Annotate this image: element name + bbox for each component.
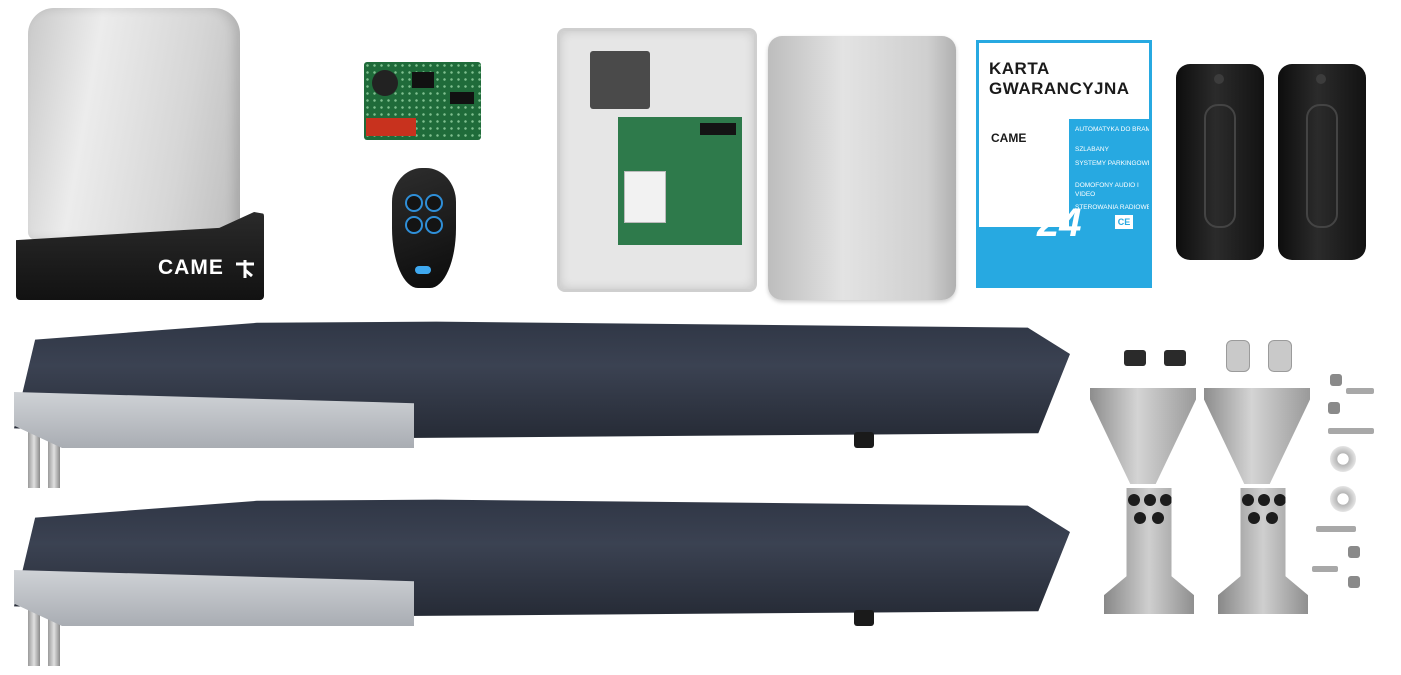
nut bbox=[1330, 374, 1342, 386]
bracket-hole bbox=[1128, 494, 1140, 506]
bracket-plate bbox=[1218, 488, 1308, 614]
bracket-hole bbox=[1248, 512, 1260, 524]
remote-button bbox=[425, 194, 443, 212]
bracket-hole bbox=[1134, 512, 1146, 524]
mounting-bracket bbox=[1090, 388, 1196, 614]
lamp-dome bbox=[28, 8, 240, 240]
warranty-list-panel: AUTOMATYKA DO BRAM SZLABANY SYSTEMY PARK… bbox=[1069, 119, 1152, 227]
bracket-hole bbox=[1144, 494, 1156, 506]
warranty-title-line1: KARTA bbox=[989, 59, 1050, 78]
bracket-hole bbox=[1160, 494, 1172, 506]
control-box-cover bbox=[768, 36, 956, 300]
receiver-card bbox=[364, 62, 481, 140]
warranty-title-line2: GWARANCYJNA bbox=[989, 79, 1130, 98]
chip bbox=[412, 72, 434, 88]
transformer bbox=[590, 51, 650, 109]
chip bbox=[450, 92, 474, 104]
bracket-hole bbox=[1274, 494, 1286, 506]
photocell-lens bbox=[1204, 104, 1236, 228]
lamp-brand-logo: CAME bbox=[158, 256, 224, 279]
bolt bbox=[1124, 350, 1146, 366]
screw bbox=[1328, 428, 1374, 434]
gate-operator bbox=[14, 318, 1070, 494]
antenna-coil bbox=[372, 70, 398, 96]
control-box-open bbox=[557, 28, 757, 292]
washer bbox=[1330, 486, 1356, 512]
warranty-bottom-panel bbox=[979, 227, 1149, 285]
warranty-title: KARTA GWARANCYJNA bbox=[989, 59, 1130, 99]
operator-leg bbox=[28, 428, 40, 488]
screw-icon bbox=[1316, 74, 1326, 84]
list-item: AUTOMATYKA DO BRAM bbox=[1075, 126, 1151, 133]
operator-grey-panel bbox=[14, 392, 414, 448]
warranty-card: KARTA GWARANCYJNA CAME AUTOMATYKA DO BRA… bbox=[976, 40, 1152, 288]
bracket-hole bbox=[1266, 512, 1278, 524]
segment-display bbox=[700, 123, 736, 135]
nut bbox=[1348, 546, 1360, 558]
list-item: SYSTEMY PARKINGOWE bbox=[1075, 160, 1152, 167]
remote-button bbox=[425, 216, 443, 234]
photocell bbox=[1176, 64, 1264, 260]
nut bbox=[1348, 576, 1360, 588]
screw bbox=[1312, 566, 1338, 572]
card-connector bbox=[366, 118, 416, 136]
list-item: SZLABANY bbox=[1075, 146, 1109, 153]
operator-leg bbox=[28, 606, 40, 666]
bracket-hole bbox=[1242, 494, 1254, 506]
warning-lamp: CAME bbox=[16, 8, 264, 300]
bracket-plate bbox=[1090, 388, 1196, 484]
release-knob bbox=[854, 432, 874, 448]
bolt bbox=[1164, 350, 1186, 366]
warranty-months: 24 bbox=[1037, 201, 1082, 245]
list-item: STEROWANIA RADIOWE bbox=[1075, 204, 1151, 211]
bracket-plate bbox=[1204, 388, 1310, 484]
relays bbox=[624, 171, 666, 223]
warranty-brand: CAME bbox=[991, 131, 1027, 145]
remote-control bbox=[392, 168, 456, 288]
bracket-hole bbox=[1152, 512, 1164, 524]
list-item: DOMOFONY AUDIO I VIDEO bbox=[1075, 182, 1139, 198]
remote-button bbox=[405, 194, 423, 212]
remote-led bbox=[415, 266, 431, 274]
screw-icon bbox=[1214, 74, 1224, 84]
photocell bbox=[1278, 64, 1366, 260]
ce-mark: CE bbox=[1115, 215, 1133, 229]
washer bbox=[1330, 446, 1356, 472]
bracket-hole bbox=[1258, 494, 1270, 506]
brand-cross-icon bbox=[236, 260, 254, 278]
mounting-bracket bbox=[1204, 388, 1310, 614]
screw bbox=[1316, 526, 1356, 532]
bracket-plate bbox=[1104, 488, 1194, 614]
nut bbox=[1328, 402, 1340, 414]
photocell-lens bbox=[1306, 104, 1338, 228]
cable-gland bbox=[1226, 340, 1250, 372]
release-knob bbox=[854, 610, 874, 626]
remote-button bbox=[405, 216, 423, 234]
gate-operator bbox=[14, 496, 1070, 672]
cable-gland bbox=[1268, 340, 1292, 372]
screw bbox=[1346, 388, 1374, 394]
